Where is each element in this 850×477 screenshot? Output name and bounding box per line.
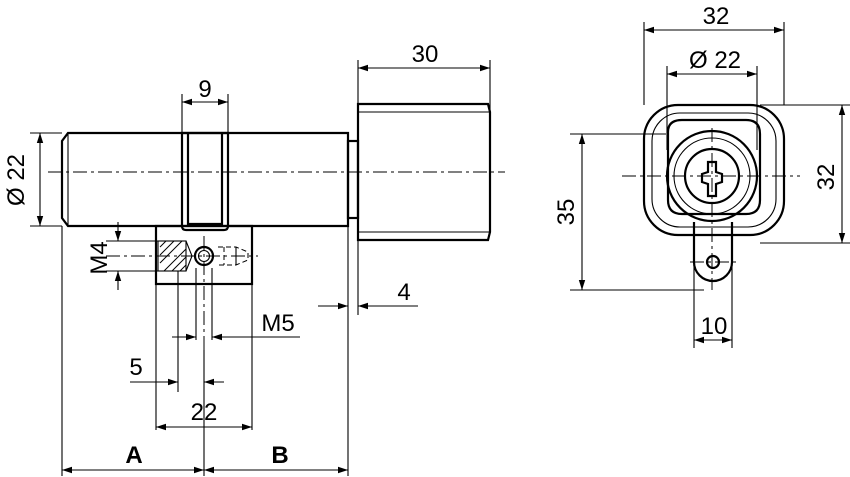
front-diameter-label: Ø 22 [689, 47, 741, 74]
length-b-label: B [271, 442, 288, 469]
front-height-label: 32 [813, 164, 840, 191]
cylinder-body [60, 131, 350, 228]
mounting-block [154, 224, 254, 286]
collar-width-label: 9 [198, 76, 211, 103]
gap-label: 4 [397, 279, 410, 306]
thread-m4-label: M4 [86, 241, 113, 274]
offset-label: 5 [129, 354, 142, 381]
front-view: 32 Ø 22 32 35 10 [553, 3, 850, 348]
front-height-total-label: 35 [553, 199, 580, 226]
cam-span-label: 22 [191, 399, 218, 426]
thread-m5-label: M5 [261, 310, 294, 337]
front-cam-lug [692, 222, 734, 283]
side-view: Ø 22 9 30 4 M4 M5 5 22 A [3, 41, 505, 476]
front-width-label: 32 [703, 3, 730, 30]
knob-length-label: 30 [412, 41, 439, 68]
front-knob-grip [666, 118, 762, 216]
front-knob-outline [642, 103, 786, 237]
keyway [700, 160, 724, 198]
length-a-label: A [125, 442, 142, 469]
cam-width-label: 10 [701, 313, 728, 340]
side-diameter-label: Ø 22 [3, 154, 30, 206]
knob-neck [346, 139, 360, 220]
